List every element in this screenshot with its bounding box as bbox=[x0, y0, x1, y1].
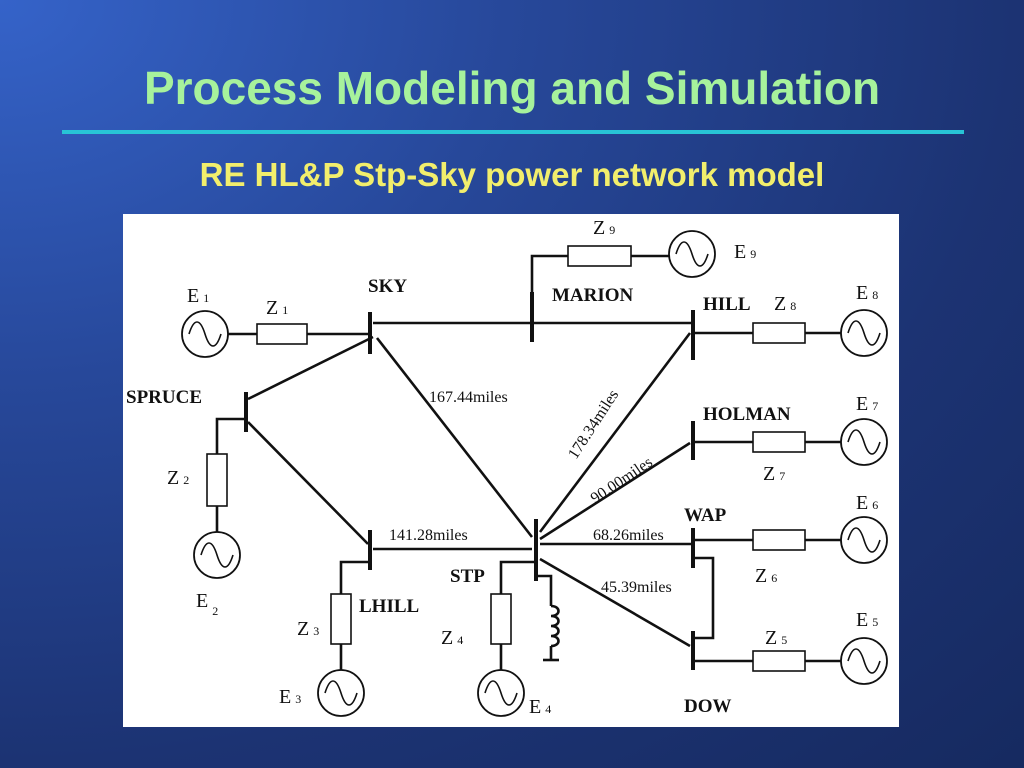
impedance-z4 bbox=[490, 593, 512, 645]
impedance-z9 bbox=[567, 245, 632, 267]
line-label-lhill-stp: 141.28miles bbox=[389, 527, 468, 544]
impedance-z8 bbox=[752, 322, 806, 344]
sine-wave-icon bbox=[847, 648, 881, 674]
line-sky-stp bbox=[375, 337, 534, 538]
power-network-diagram: SKY MARION HILL SPRUCE HOLMAN WAP STP LH… bbox=[126, 217, 888, 718]
sine-wave-icon bbox=[847, 527, 881, 553]
bus-label-lhill: LHILL bbox=[359, 596, 419, 617]
sine-wave-icon bbox=[188, 321, 222, 347]
line-label-stp-wap: 68.26miles bbox=[593, 527, 664, 544]
bus-label-wap: WAP bbox=[684, 505, 727, 526]
impedance-z1 bbox=[256, 323, 308, 345]
sine-wave-icon bbox=[675, 241, 709, 267]
impedance-z2 bbox=[206, 453, 228, 507]
line-spruce-lhill bbox=[247, 421, 369, 545]
network-diagram-panel: SKY MARION HILL SPRUCE HOLMAN WAP STP LH… bbox=[123, 214, 899, 727]
slide-subtitle: RE HL&P Stp-Sky power network model bbox=[199, 156, 825, 193]
sine-wave-icon bbox=[324, 680, 358, 706]
impedance-z6 bbox=[752, 529, 806, 551]
sine-wave-icon bbox=[200, 542, 234, 568]
line-label-stp-hill: 178.34miles bbox=[565, 387, 622, 462]
sine-wave-icon bbox=[847, 429, 881, 455]
inductor-icon bbox=[550, 604, 560, 648]
line-label-stp-holman: 90.00miles bbox=[588, 454, 656, 508]
line-wap-dow bbox=[691, 556, 715, 640]
bus-label-hill: HILL bbox=[703, 294, 751, 315]
title-divider bbox=[62, 130, 964, 134]
branch-shunt bbox=[538, 574, 553, 606]
branch-e9 bbox=[530, 254, 568, 292]
line-label-stp-dow: 45.39miles bbox=[601, 579, 672, 596]
bus-label-stp: STP bbox=[450, 566, 485, 587]
line-stp-holman bbox=[539, 441, 691, 541]
slide-title: Process Modeling and Simulation bbox=[143, 62, 881, 114]
bus-label-spruce: SPRUCE bbox=[126, 387, 202, 408]
line-label-sky-stp: 167.44miles bbox=[429, 389, 508, 406]
sine-wave-icon bbox=[847, 320, 881, 346]
line-stp-dow bbox=[539, 557, 691, 648]
impedance-z7 bbox=[752, 431, 806, 453]
line-stp-hill bbox=[538, 332, 692, 533]
bus-label-dow: DOW bbox=[684, 696, 732, 717]
bus-label-marion: MARION bbox=[552, 285, 634, 306]
impedance-z3 bbox=[330, 593, 352, 645]
impedance-z5 bbox=[752, 650, 806, 672]
line-sky-spruce bbox=[247, 335, 374, 401]
sine-wave-icon bbox=[484, 680, 518, 706]
bus-label-sky: SKY bbox=[368, 276, 407, 297]
bus-label-holman: HOLMAN bbox=[703, 404, 791, 425]
